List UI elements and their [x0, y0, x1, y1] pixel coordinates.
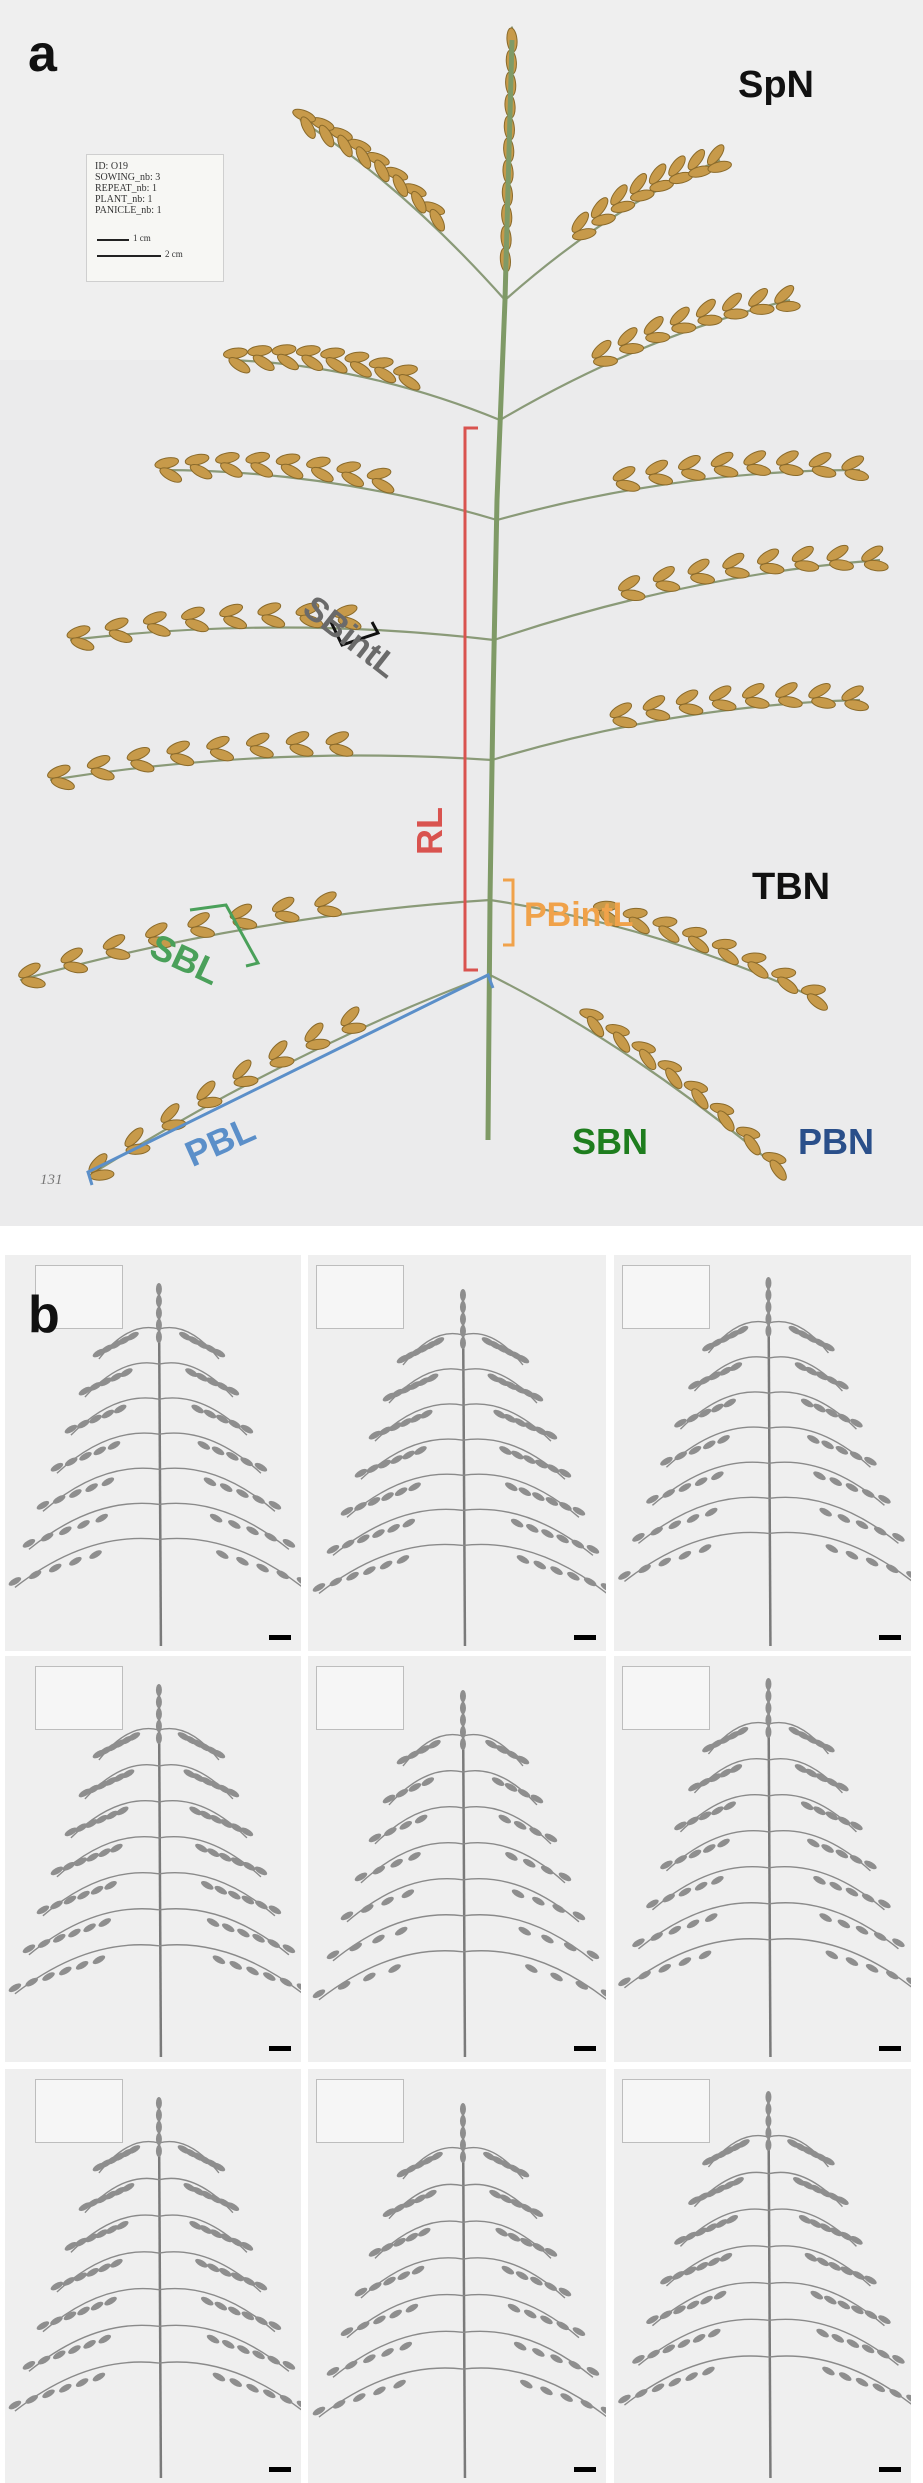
panicle-silhouette	[618, 2091, 911, 2479]
scale-bar	[879, 2046, 901, 2051]
card-line-sowing: SOWING_nb: 3	[95, 172, 161, 183]
label-rl: RL	[409, 807, 450, 855]
specimen-card-mini	[316, 1666, 404, 1730]
panicle-photo-9	[614, 2069, 911, 2483]
scale-bar	[269, 2467, 291, 2472]
panicle-photo-7	[5, 2069, 301, 2483]
panicle-photo-8	[308, 2069, 606, 2483]
specimen-card-mini	[35, 1265, 123, 1329]
card-line-panicle: PANICLE_nb: 1	[95, 205, 162, 216]
sample-number: 131	[40, 1172, 63, 1188]
panicle-silhouette	[312, 2103, 606, 2479]
scale-bar-2cm	[97, 255, 161, 257]
scale-bar	[574, 1635, 596, 1640]
panel-a-letter: a	[28, 25, 57, 83]
panicle-photo-2	[308, 1255, 606, 1651]
card-line-plant: PLANT_nb: 1	[95, 194, 153, 205]
scale-bar	[269, 2046, 291, 2051]
scale-label-2cm: 2 cm	[165, 249, 183, 259]
panicle-photo-4	[5, 1656, 301, 2062]
specimen-card: ID: O19 SOWING_nb: 3 REPEAT_nb: 1 PLANT_…	[86, 154, 224, 282]
specimen-card-mini	[622, 1265, 710, 1329]
label-spn: SpN	[738, 64, 814, 106]
label-pbn: PBN	[798, 1121, 875, 1162]
card-line-repeat: REPEAT_nb: 1	[95, 183, 157, 194]
panel-b-grid: b	[0, 1253, 923, 2483]
panel-b-letter: b	[28, 1286, 60, 1344]
panicle-silhouette	[8, 1684, 301, 2058]
label-sbn: SBN	[572, 1121, 649, 1162]
panicle-a-drawing	[0, 0, 923, 1226]
panicle-silhouette	[618, 1277, 911, 1647]
panicle-photo-5	[308, 1656, 606, 2062]
scale-bar	[574, 2467, 596, 2472]
panel-a-photo: a ID: O19 SOWING_nb: 3 REPEAT_nb: 1 PLAN…	[0, 0, 923, 1226]
label-pbintl: PBintL	[524, 896, 634, 934]
card-line-id: ID: O19	[95, 161, 129, 172]
scale-bar	[879, 2467, 901, 2472]
panicle-silhouette	[312, 1289, 606, 1647]
label-tbn: TBN	[752, 866, 831, 908]
specimen-card-mini	[35, 1666, 123, 1730]
panicle-photo-3	[614, 1255, 911, 1651]
panicle-photo-1	[5, 1255, 301, 1651]
panicle-silhouette	[312, 1690, 606, 2058]
panicle-photo-6	[614, 1656, 911, 2062]
specimen-card-mini	[316, 1265, 404, 1329]
specimen-card-mini	[622, 2079, 710, 2143]
scale-bar	[269, 1635, 291, 1640]
panicle-silhouette	[8, 2097, 301, 2479]
scale-bar	[879, 1635, 901, 1640]
specimen-card-mini	[622, 1666, 710, 1730]
scale-bar	[574, 2046, 596, 2051]
scale-label-1cm: 1 cm	[133, 233, 151, 243]
specimen-card-mini	[35, 2079, 123, 2143]
specimen-card-mini	[316, 2079, 404, 2143]
panicle-silhouette	[618, 1678, 911, 2058]
panicle-silhouette	[8, 1283, 301, 1647]
scale-bar-1cm	[97, 239, 129, 241]
